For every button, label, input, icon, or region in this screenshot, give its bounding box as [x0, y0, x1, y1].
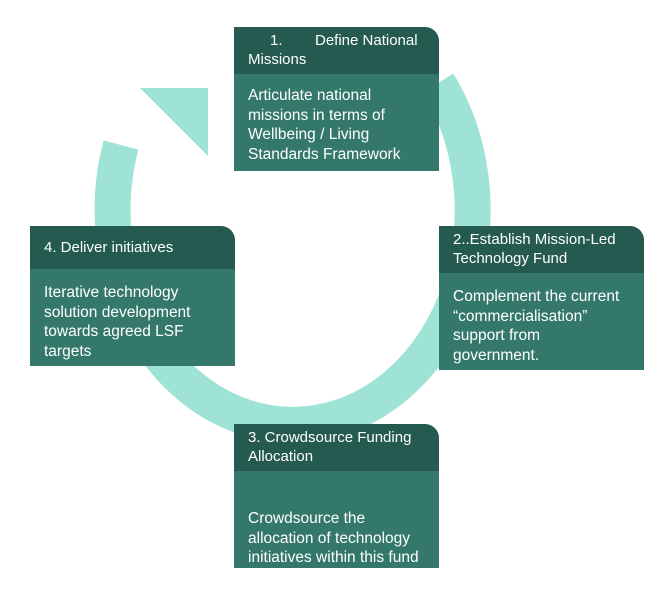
step-3-title: 3. Crowdsource Funding Allocation: [234, 424, 439, 471]
step-4-description: Iterative technology solution developmen…: [30, 269, 235, 366]
step-3-card: 3. Crowdsource Funding Allocation Crowds…: [234, 424, 439, 568]
step-1-card: 1.Define National Missions Articulate na…: [234, 27, 439, 171]
cycle-arrowhead: [140, 88, 208, 156]
step-4-card: 4. Deliver initiatives Iterative technol…: [30, 226, 235, 366]
step-1-number: 1.: [270, 32, 283, 49]
step-2-title: 2..Establish Mission-Led Technology Fund: [439, 226, 644, 273]
step-1-header: 1.Define National Missions: [234, 27, 439, 74]
step-2-description: Complement the current “commercialisatio…: [439, 273, 644, 370]
step-4-title: 4. Deliver initiatives: [30, 226, 235, 269]
step-1-title: Define National Missions: [248, 32, 418, 68]
step-1-description: Articulate national missions in terms of…: [234, 74, 439, 171]
step-2-card: 2..Establish Mission-Led Technology Fund…: [439, 226, 644, 370]
step-3-description: Crowdsource the allocation of technology…: [234, 471, 439, 568]
